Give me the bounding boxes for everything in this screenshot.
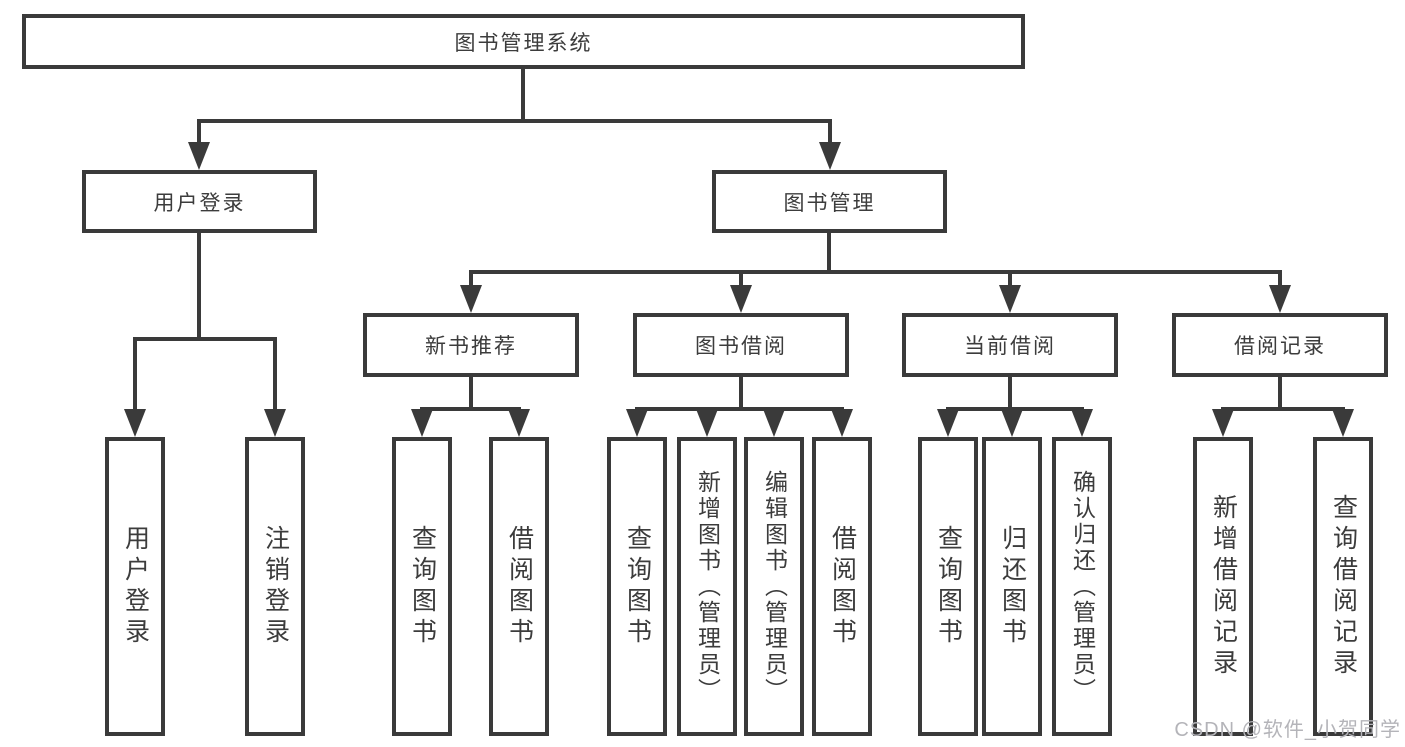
leaf-query-books-recommend: 查询图书	[392, 437, 452, 736]
node-label: 图书借阅	[695, 335, 787, 358]
leaf-query-borrow-record: 查询借阅记录	[1313, 437, 1373, 736]
node-label: 编辑图书（管理员）	[761, 469, 788, 704]
node-root: 图书管理系统	[22, 14, 1025, 69]
node-label: 查询图书	[934, 524, 963, 649]
node-current-borrow: 当前借阅	[902, 313, 1118, 377]
leaf-add-books-admin: 新增图书（管理员）	[677, 437, 737, 736]
node-label: 借阅图书	[828, 524, 857, 649]
node-label: 注销登录	[261, 524, 290, 649]
node-label: 用户登录	[121, 524, 150, 649]
node-borrow-records: 借阅记录	[1172, 313, 1388, 377]
csdn-watermark: CSDN @软件_小贺同学	[1174, 719, 1401, 741]
node-label: 归还图书	[998, 524, 1027, 649]
leaf-edit-books-admin: 编辑图书（管理员）	[744, 437, 804, 736]
node-label: 查询图书	[408, 524, 437, 649]
node-user-login: 用户登录	[82, 170, 317, 233]
node-new-book-recommend: 新书推荐	[363, 313, 579, 377]
leaf-confirm-return-admin: 确认归还（管理员）	[1052, 437, 1112, 736]
node-label: 查询图书	[623, 524, 652, 649]
node-book-borrow: 图书借阅	[633, 313, 849, 377]
node-label: 当前借阅	[964, 335, 1056, 358]
node-label: 新书推荐	[425, 335, 517, 358]
node-label: 新增借阅记录	[1209, 493, 1238, 680]
leaf-borrow-books-recommend: 借阅图书	[489, 437, 549, 736]
node-label: 图书管理系统	[454, 31, 593, 55]
node-label: 图书管理	[783, 191, 876, 215]
node-label: 新增图书（管理员）	[694, 469, 721, 704]
node-label: 借阅记录	[1234, 335, 1326, 358]
leaf-query-books-current: 查询图书	[918, 437, 978, 736]
leaf-logout: 注销登录	[245, 437, 305, 736]
node-label: 确认归还（管理员）	[1069, 469, 1096, 704]
leaf-borrow-books: 借阅图书	[812, 437, 872, 736]
leaf-query-books-borrow: 查询图书	[607, 437, 667, 736]
node-label: 用户登录	[153, 191, 246, 215]
node-label: 查询借阅记录	[1329, 493, 1358, 680]
leaf-user-login: 用户登录	[105, 437, 165, 736]
leaf-return-books: 归还图书	[982, 437, 1042, 736]
leaf-add-borrow-record: 新增借阅记录	[1193, 437, 1253, 736]
node-label: 借阅图书	[505, 524, 534, 649]
node-book-management: 图书管理	[712, 170, 947, 233]
